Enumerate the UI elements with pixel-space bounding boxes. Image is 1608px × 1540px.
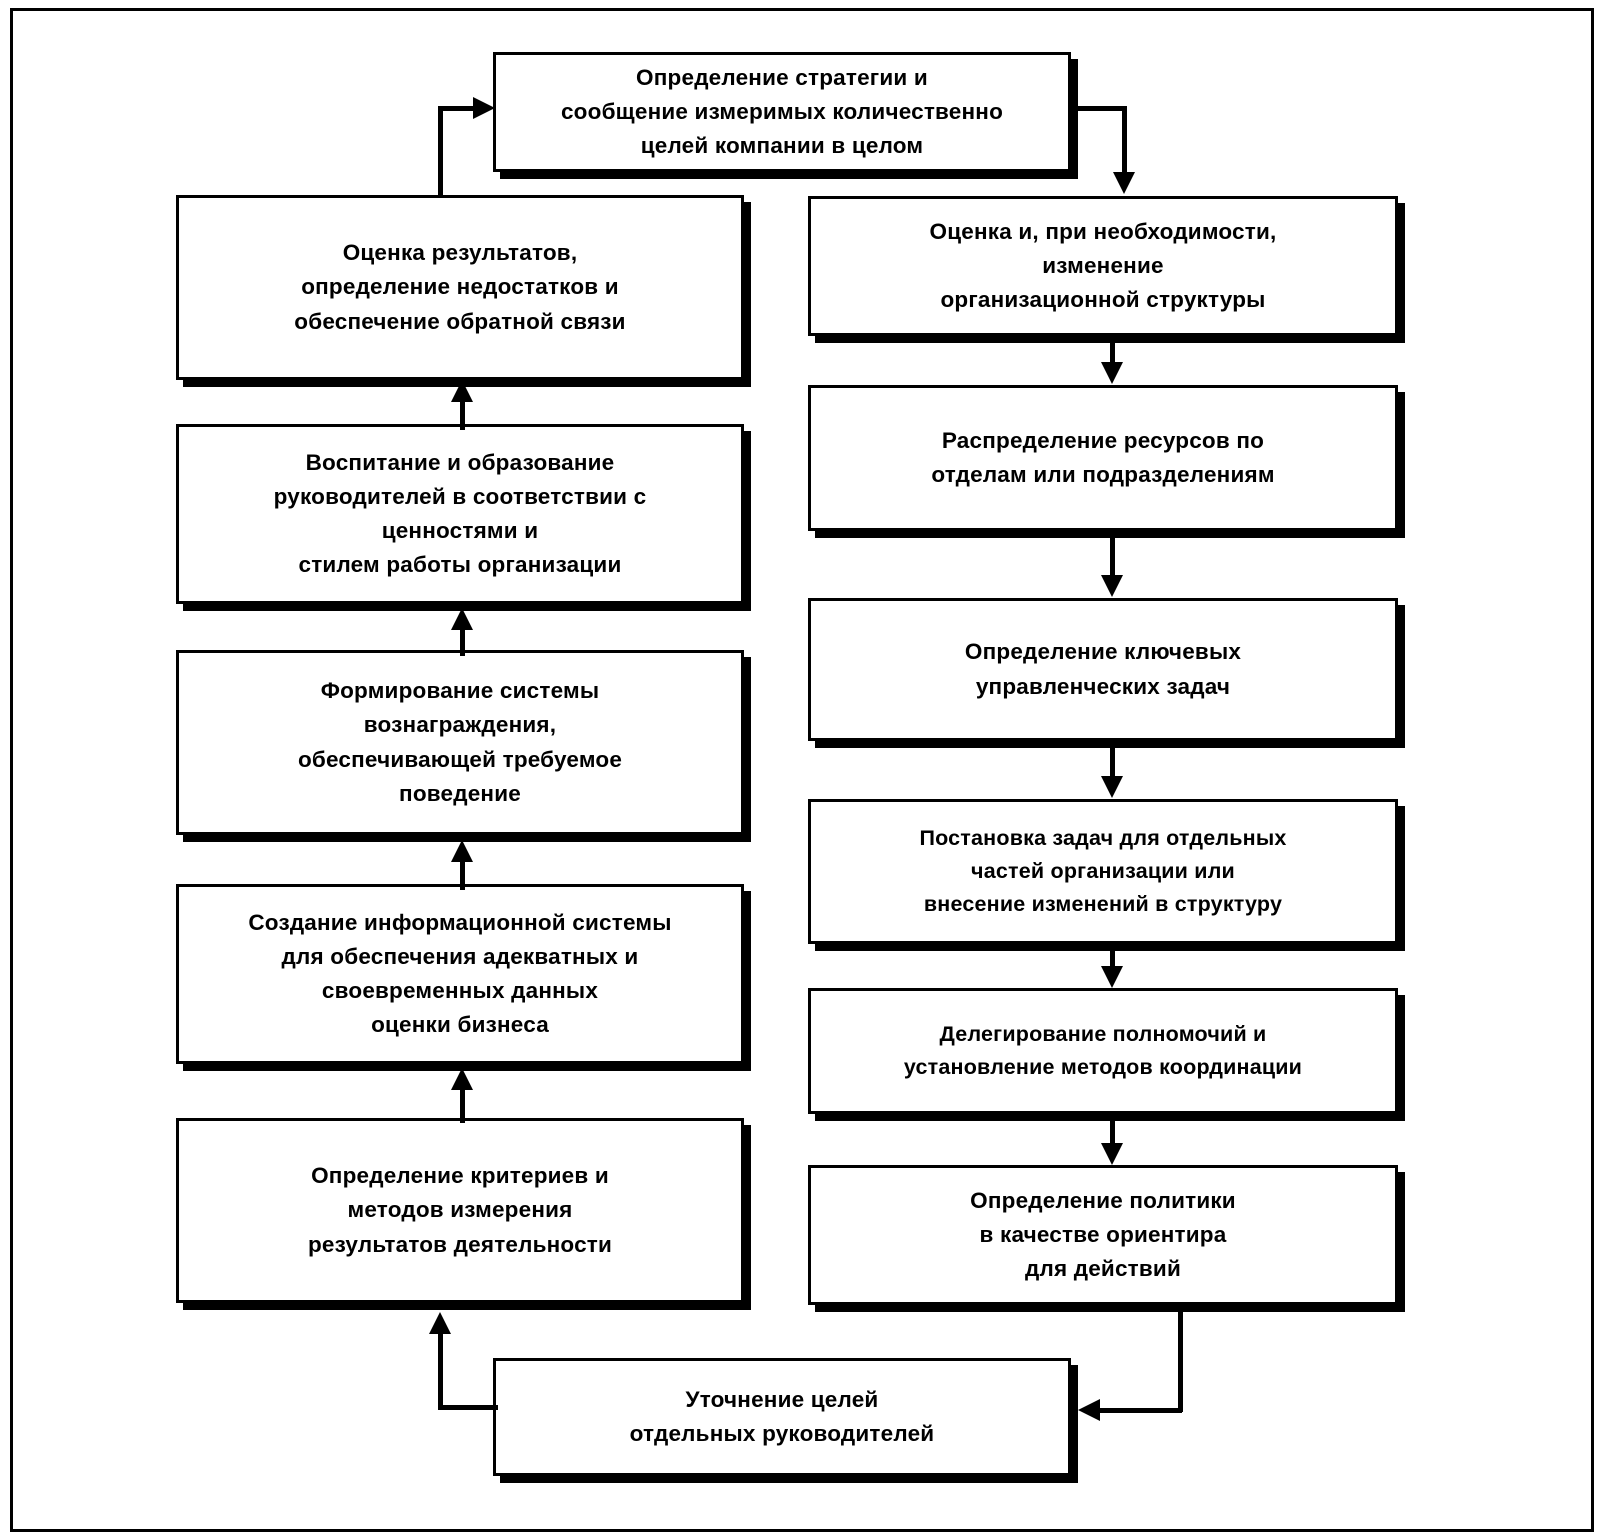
node-information-system-text: Создание информационной системы для обес… bbox=[248, 909, 672, 1038]
edge-resources-to-keytasks-v bbox=[1110, 538, 1115, 576]
edge-results-to-strategy-h bbox=[438, 106, 478, 111]
edge-delegation-to-policy-v bbox=[1110, 1121, 1115, 1145]
node-results-evaluation-text: Оценка результатов, определение недостат… bbox=[294, 240, 626, 334]
node-reward-system-text: Формирование системы вознаграждения, обе… bbox=[297, 678, 623, 806]
node-resource-allocation[interactable]: Распределение ресурсов по отделам или по… bbox=[808, 385, 1398, 531]
arrowhead-education-in bbox=[451, 608, 473, 630]
arrowhead-goals-in bbox=[1078, 1399, 1100, 1421]
node-strategy-definition-text: Определение стратегии и сообщение измери… bbox=[560, 64, 1004, 159]
node-unit-tasks-text: Постановка задач для отдельных частей ор… bbox=[919, 826, 1287, 916]
node-policy-definition-text: Определение политики в качестве ориентир… bbox=[970, 1187, 1236, 1282]
node-delegation-text: Делегирование полномочий и установление … bbox=[903, 1022, 1303, 1079]
arrowhead-results-in bbox=[451, 380, 473, 402]
edge-criteria-to-infosystem-v bbox=[460, 1089, 465, 1123]
node-unit-tasks[interactable]: Постановка задач для отдельных частей ор… bbox=[808, 799, 1398, 944]
arrowhead-resources-in bbox=[1101, 362, 1123, 384]
edge-strategy-to-orgstructure-h bbox=[1071, 106, 1127, 111]
edge-education-to-results-v bbox=[460, 400, 465, 430]
node-information-system[interactable]: Создание информационной системы для обес… bbox=[176, 884, 744, 1064]
arrowhead-infosystem-in bbox=[451, 1068, 473, 1090]
arrowhead-unittasks-in bbox=[1101, 776, 1123, 798]
node-individual-goals-text: Уточнение целей отдельных руководителей bbox=[629, 1386, 935, 1446]
edge-strategy-to-orgstructure-v bbox=[1122, 106, 1127, 178]
node-key-tasks-text: Определение ключевых управленческих зада… bbox=[964, 639, 1242, 699]
node-resource-allocation-text: Распределение ресурсов по отделам или по… bbox=[931, 427, 1275, 487]
arrowhead-keytasks-in bbox=[1101, 575, 1123, 597]
node-manager-education-text: Воспитание и образование руководителей в… bbox=[273, 449, 647, 578]
node-results-evaluation[interactable]: Оценка результатов, определение недостат… bbox=[176, 195, 744, 380]
node-measurement-criteria-text: Определение критериев и методов измерени… bbox=[307, 1163, 613, 1257]
edge-results-to-strategy-v bbox=[438, 106, 443, 198]
edge-keytasks-to-unittasks-v bbox=[1110, 748, 1115, 778]
node-measurement-criteria[interactable]: Определение критериев и методов измерени… bbox=[176, 1118, 744, 1303]
node-org-structure-change[interactable]: Оценка и, при необходимости, изменение о… bbox=[808, 196, 1398, 336]
arrowhead-reward-in bbox=[451, 840, 473, 862]
arrowhead-criteria-in bbox=[429, 1312, 451, 1334]
arrowhead-delegation-in bbox=[1101, 966, 1123, 988]
node-org-structure-change-text: Оценка и, при необходимости, изменение о… bbox=[929, 218, 1277, 313]
node-delegation[interactable]: Делегирование полномочий и установление … bbox=[808, 988, 1398, 1114]
arrowhead-strategy-in bbox=[473, 97, 495, 119]
edge-reward-to-education-v bbox=[460, 628, 465, 656]
edge-goals-to-criteria-h bbox=[438, 1405, 498, 1410]
node-strategy-definition[interactable]: Определение стратегии и сообщение измери… bbox=[493, 52, 1071, 172]
edge-infosystem-to-reward-v bbox=[460, 860, 465, 890]
arrowhead-policy-in bbox=[1101, 1143, 1123, 1165]
node-policy-definition[interactable]: Определение политики в качестве ориентир… bbox=[808, 1165, 1398, 1305]
node-individual-goals[interactable]: Уточнение целей отдельных руководителей bbox=[493, 1358, 1071, 1476]
edge-unittasks-to-delegation-v bbox=[1110, 951, 1115, 969]
arrowhead-orgstructure-in bbox=[1113, 172, 1135, 194]
edge-policy-to-goals-h bbox=[1100, 1408, 1182, 1413]
node-key-tasks[interactable]: Определение ключевых управленческих зада… bbox=[808, 598, 1398, 741]
node-reward-system[interactable]: Формирование системы вознаграждения, обе… bbox=[176, 650, 744, 835]
edge-goals-to-criteria-v bbox=[438, 1333, 443, 1409]
edge-policy-to-goals-v bbox=[1178, 1312, 1183, 1412]
node-manager-education[interactable]: Воспитание и образование руководителей в… bbox=[176, 424, 744, 604]
edge-orgstructure-to-resources-v bbox=[1110, 343, 1115, 367]
